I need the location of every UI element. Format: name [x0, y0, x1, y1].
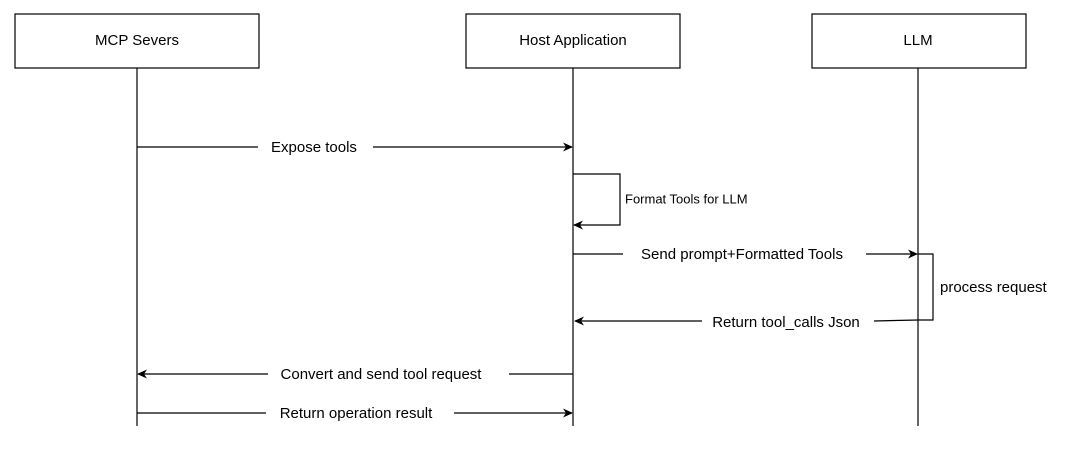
message-label: Expose tools	[271, 139, 357, 156]
participant-label: LLM	[903, 32, 932, 49]
message-convert-send: Convert and send tool request	[137, 366, 573, 383]
message-expose-tools: Expose tools	[137, 139, 573, 156]
message-label: Send prompt+Formatted Tools	[641, 246, 843, 263]
message-label: Return tool_calls Json	[712, 314, 860, 331]
activation-process-request: process request	[918, 253, 1048, 321]
participant-host-application: Host Application	[465, 13, 681, 69]
message-label: Convert and send tool request	[281, 366, 483, 383]
participant-llm: LLM	[811, 13, 1027, 69]
message-return-result: Return operation result	[137, 405, 573, 422]
participant-label: MCP Severs	[95, 32, 179, 49]
participant-mcp-servers: MCP Severs	[14, 13, 260, 69]
participant-label: Host Application	[519, 32, 627, 49]
message-label: Return operation result	[280, 405, 433, 422]
message-format-tools: Format Tools for LLM	[573, 173, 748, 230]
message-label: process request	[940, 279, 1048, 296]
message-send-prompt: Send prompt+Formatted Tools	[573, 246, 918, 263]
message-label: Format Tools for LLM	[625, 191, 748, 206]
message-return-tool-calls: Return tool_calls Json	[574, 314, 919, 331]
